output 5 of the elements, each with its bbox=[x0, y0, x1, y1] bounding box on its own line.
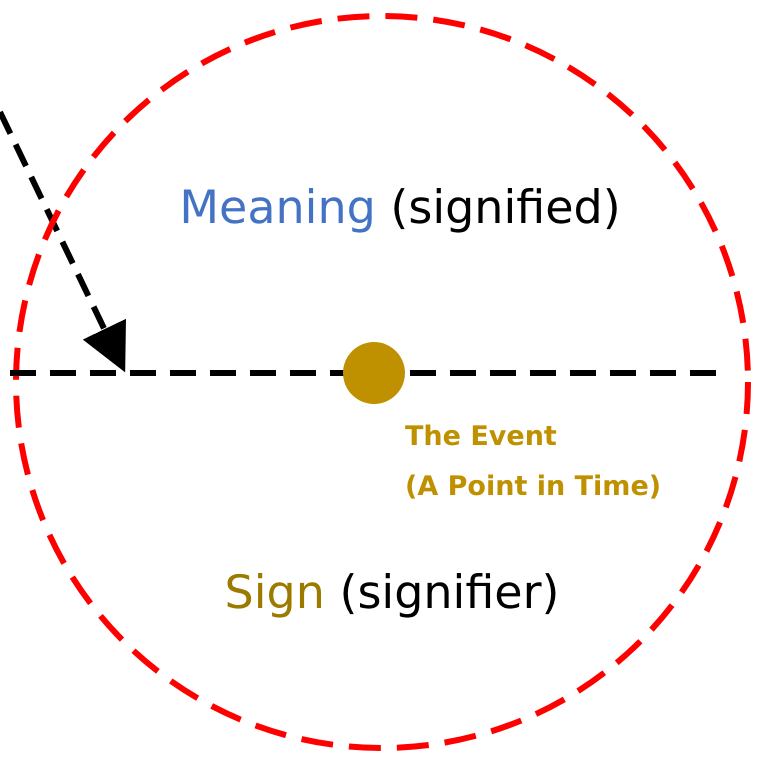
meaning-label: Meaning (signified) bbox=[178, 180, 622, 234]
dashed-arrow bbox=[0, 110, 126, 372]
dashed-circle bbox=[12, 12, 752, 752]
event-caption: The Event (A Point in Time) bbox=[405, 420, 662, 504]
sign-label: Sign (signifier) bbox=[224, 565, 560, 619]
